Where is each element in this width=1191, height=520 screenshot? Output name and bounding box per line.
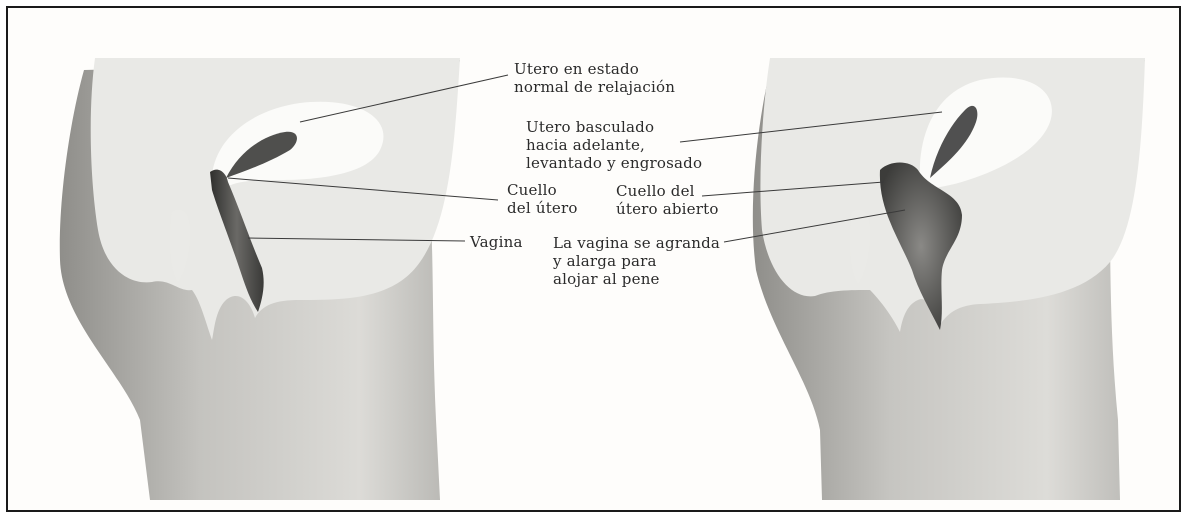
label-utero-relajado: Utero en estado normal de relajación [514, 60, 675, 96]
left-panel [60, 58, 460, 500]
label-cuello-abierto: Cuello del útero abierto [616, 182, 719, 218]
right-panel [753, 58, 1145, 500]
label-vagina-agranda: La vagina se agranda y alarga para aloja… [553, 234, 720, 288]
label-utero-basculado: Utero basculado hacia adelante, levantad… [526, 118, 702, 172]
label-cuello: Cuello del útero [507, 181, 578, 217]
label-vagina: Vagina [470, 233, 523, 251]
